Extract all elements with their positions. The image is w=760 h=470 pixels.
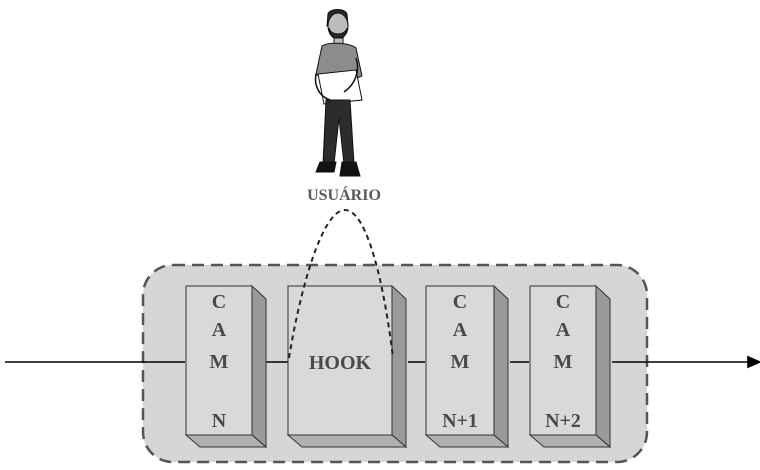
cam-n-suffix: N <box>212 410 227 432</box>
cam-n2-letter-a: A <box>556 319 571 341</box>
cam-n1-letter-a: A <box>453 319 468 341</box>
person-holding-laptop-icon <box>314 9 363 177</box>
block-cam-n1: C A M N+1 <box>424 284 510 449</box>
block-hook: HOOK <box>286 284 408 449</box>
cam-n-letter-c: C <box>212 291 226 313</box>
cam-n-letter-m: M <box>210 351 229 373</box>
hook-user-dotted-loop <box>288 208 394 359</box>
cam-n1-letter-c: C <box>453 291 467 313</box>
block-cam-n2: C A M N+2 <box>528 284 612 449</box>
cam-n1-letter-m: M <box>451 351 470 373</box>
cam-n-letter-a: A <box>212 319 227 341</box>
hook-label: HOOK <box>309 352 372 374</box>
cam-n2-suffix: N+2 <box>545 410 581 432</box>
block-cam-n: C A M N <box>184 284 268 449</box>
cam-n1-suffix: N+1 <box>442 410 478 432</box>
user-label: USUÁRIO <box>307 185 381 204</box>
cam-n2-letter-c: C <box>556 291 570 313</box>
cam-n2-letter-m: M <box>554 351 573 373</box>
